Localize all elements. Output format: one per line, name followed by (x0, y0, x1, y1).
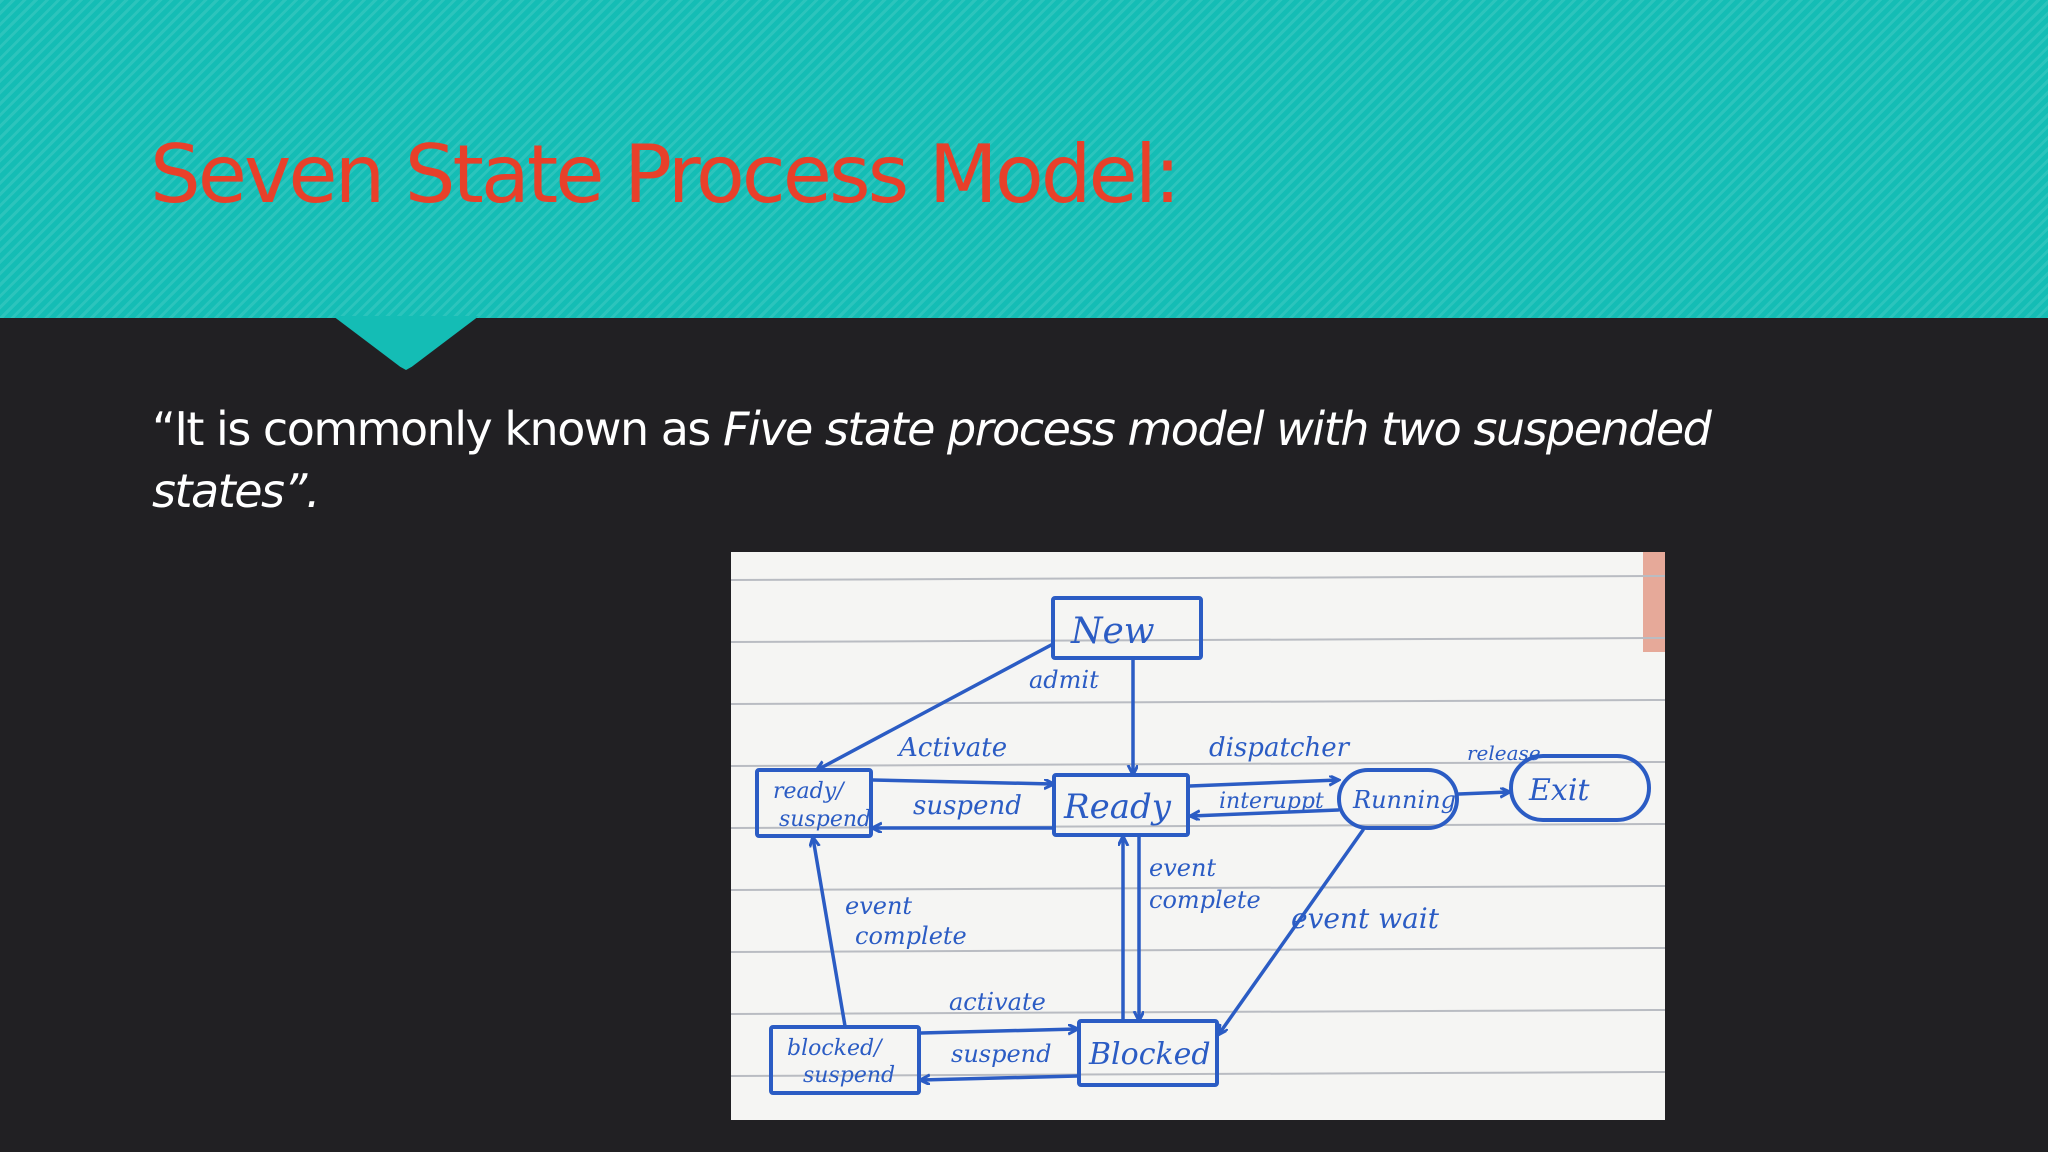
slide-quote: “It is commonly known as Five state proc… (152, 398, 1852, 522)
transition-event-wait-label: event wait (1291, 902, 1440, 935)
state-ready-label: Ready (1063, 787, 1172, 827)
state-exit-label: Exit (1528, 773, 1590, 808)
transition-dispatcher-label: dispatcher (1209, 733, 1351, 763)
state-new-box (1051, 596, 1203, 660)
transition-activate-upper-label: Activate (897, 733, 1007, 763)
transition-activate-lower-label: activate (949, 988, 1046, 1016)
state-running-box (1337, 768, 1459, 830)
quote-plain-text: “It is commonly known as (152, 402, 724, 456)
arrow-dispatch (1188, 780, 1338, 788)
state-ready-suspend-label-1: ready/ (773, 779, 846, 804)
state-running-label: Running (1352, 786, 1456, 814)
transition-suspend-lower-label: suspend (951, 1040, 1051, 1068)
arrow-release (1457, 792, 1509, 794)
transition-admit-label: admit (1029, 666, 1099, 694)
arrow-interrupt (1191, 808, 1340, 816)
state-ready-suspend-label-2: suspend (779, 807, 871, 832)
transition-event-complete-left-label-2: complete (855, 922, 967, 950)
arrow-activate-lower (919, 1029, 1077, 1033)
state-blocked-box (1077, 1019, 1219, 1087)
state-diagram-photo: New ready/ suspend Ready Running Exit bl… (731, 552, 1665, 1120)
ruled-lines (731, 575, 1665, 1077)
transition-event-complete-left-label-1: event (845, 892, 912, 920)
state-blocked-suspend-label-1: blocked/ (787, 1036, 884, 1061)
quote-italic-text: Five state process model with two suspen… (152, 402, 1712, 518)
transition-interrupt-label: interuppt (1219, 789, 1324, 814)
arrow-activate-upper (871, 778, 1053, 784)
state-new-label: New (1070, 611, 1155, 652)
arrow-blocked-suspend-to-ready-suspend (813, 838, 847, 1028)
transition-event-complete-center-label-2: complete (1149, 886, 1261, 914)
arrow-suspend-lower (921, 1076, 1079, 1080)
transition-event-complete-center-label-1: event (1149, 854, 1216, 882)
state-blocked-suspend-label-2: suspend (803, 1063, 895, 1088)
arrow-running-to-blocked (1219, 828, 1365, 1034)
slide-title: Seven State Process Model: (150, 128, 1181, 221)
header-band (0, 0, 2048, 318)
transition-suspend-upper-label: suspend (913, 791, 1022, 821)
state-blocked-label: Blocked (1088, 1037, 1211, 1072)
transition-release-label: release (1467, 741, 1541, 765)
arrow-new-to-ready-suspend (817, 642, 1055, 770)
paper-edge-shadow (1643, 552, 1665, 652)
header-notch (333, 316, 479, 370)
